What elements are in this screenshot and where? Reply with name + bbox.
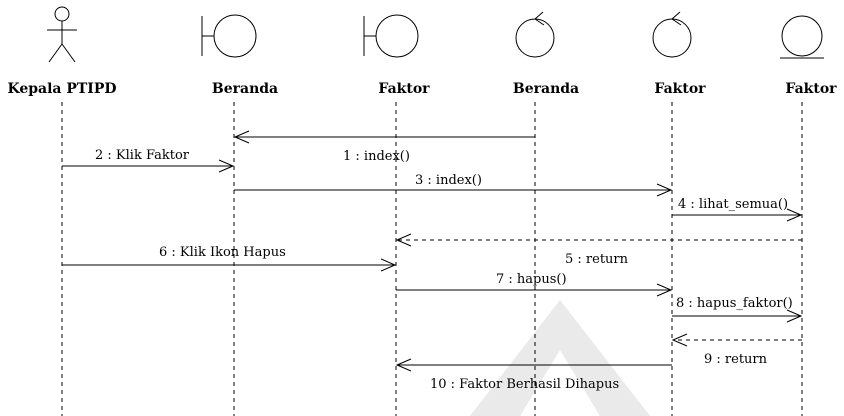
message-6: 6 : Klik Ikon Hapus	[62, 245, 397, 272]
message-3-label: 3 : index()	[415, 173, 482, 188]
participant-label-faktor-control: Faktor	[654, 81, 706, 97]
message-8-label: 8 : hapus_faktor()	[676, 296, 793, 311]
message-1-label: 1 : index()	[343, 149, 410, 164]
message-10: 10 : Faktor Berhasil Dihapus	[395, 358, 672, 392]
boundary-icon	[363, 14, 419, 58]
control-icon	[652, 11, 692, 58]
message-6-label: 6 : Klik Ikon Hapus	[159, 245, 286, 260]
message-10-label: 10 : Faktor Berhasil Dihapus	[430, 377, 619, 392]
message-3: 3 : index()	[234, 173, 673, 197]
participant-label-kepala-ptipd: Kepala PTIPD	[7, 81, 116, 97]
participant-label-faktor-boundary: Faktor	[378, 81, 430, 97]
participant-label-beranda-control: Beranda	[513, 81, 579, 97]
message-9-label: 9 : return	[704, 352, 768, 367]
message-4-label: 4 : lihat_semua()	[678, 197, 788, 212]
participant-label-beranda-boundary: Beranda	[212, 81, 278, 97]
control-icon	[515, 11, 555, 58]
participant-label-faktor-entity: Faktor	[785, 81, 837, 97]
message-5: 5 : return	[395, 233, 802, 267]
message-7: 7 : hapus()	[396, 272, 673, 297]
message-9: 9 : return	[671, 333, 802, 367]
message-5-label: 5 : return	[565, 252, 629, 267]
message-2: 2 : Klik Faktor	[62, 148, 235, 173]
message-4: 4 : lihat_semua()	[672, 197, 803, 222]
watermark-shape-inner	[520, 350, 600, 416]
boundary-icon	[201, 14, 257, 58]
actor-icon	[47, 6, 77, 63]
message-1: 1 : index()	[233, 130, 535, 164]
message-8: 8 : hapus_faktor()	[672, 296, 803, 323]
message-7-label: 7 : hapus()	[496, 272, 567, 287]
message-2-label: 2 : Klik Faktor	[95, 148, 190, 163]
entity-icon	[780, 15, 824, 59]
